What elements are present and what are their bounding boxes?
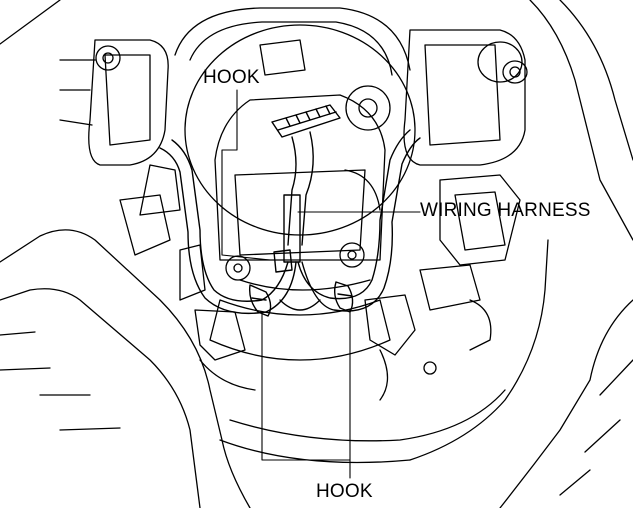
leader-hook-top	[221, 89, 271, 261]
hook-label-bottom: HOOK	[316, 481, 373, 502]
hook-label-top: HOOK	[203, 67, 260, 88]
mounting-bosses	[194, 242, 416, 401]
wiring-harness-label: WIRING HARNESS	[420, 200, 591, 221]
leader-hook-bottom	[261, 309, 351, 461]
upper-bracket	[59, 7, 411, 301]
wiring-harness	[159, 104, 421, 315]
switch-body	[184, 24, 416, 361]
leader-lines	[221, 89, 421, 479]
tilt-mechanism	[403, 29, 528, 375]
